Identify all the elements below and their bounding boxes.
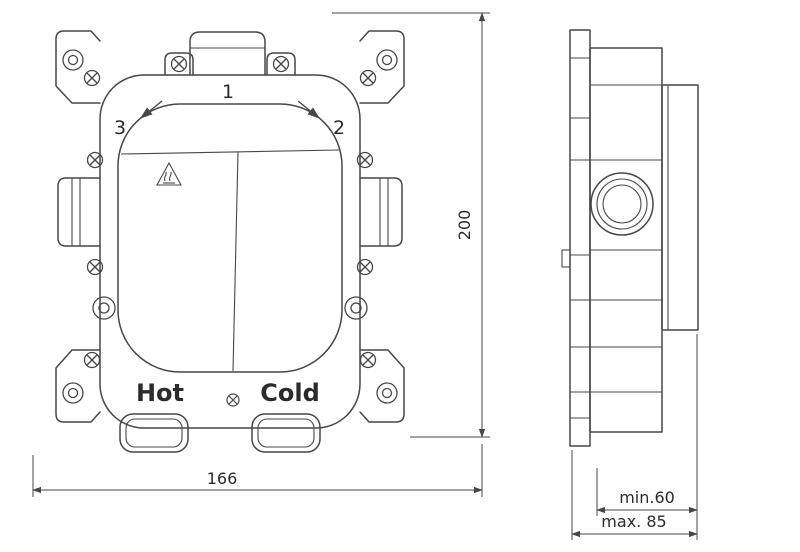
side-valve-body [589,47,663,433]
mounting-hole [344,296,368,320]
side-clip [561,249,571,268]
phillips-screw-icon [83,351,101,369]
dim-depth-max-label: max. 85 [601,512,666,531]
arrow-to-2-icon [297,100,320,119]
corner-tab-top-right [359,30,405,104]
port-label-2: 2 [333,117,345,139]
mounting-hole [376,49,398,71]
cold-inlet-port [251,413,321,453]
dim-height-label: 200 [455,210,474,241]
corner-tab-top-left [55,30,101,104]
top-ear-right [266,52,296,76]
cold-label: Cold [260,379,320,407]
mounting-hole [62,382,84,404]
corner-tab-bottom-left [55,349,101,423]
side-outlet-circle [590,172,654,236]
dimension-height: 200 [332,12,490,438]
side-back-block [661,84,699,331]
dim-depth-min-label: min.60 [619,488,675,507]
left-outlet-port [57,177,101,247]
corner-tab-bottom-right [359,349,405,423]
port-label-1: 1 [222,81,234,103]
side-front-plate [569,29,591,447]
arrow-to-3-icon [140,100,163,119]
plaster-cover [117,103,343,373]
mounting-hole [376,382,398,404]
hot-surface-warning-icon [156,161,182,186]
mounting-plate-body [99,74,361,429]
side-view [561,29,699,447]
phillips-screw-icon [83,69,101,87]
phillips-screw-icon [170,55,188,73]
dim-width-label: 166 [207,469,238,488]
dimension-depth-max: max. 85 [571,334,698,540]
hot-label: Hot [136,379,184,407]
dimension-width: 166 [32,444,483,497]
mounting-hole [92,296,116,320]
phillips-screw-icon [272,55,290,73]
dimension-depth-min: min.60 [596,468,698,516]
hot-inlet-port [119,413,189,453]
phillips-screw-icon [359,69,377,87]
phillips-screw-icon [359,351,377,369]
port-label-3: 3 [114,117,126,139]
top-ear-left [164,52,194,76]
phillips-screw-icon [226,393,240,407]
mounting-hole [62,49,84,71]
top-outlet-port [189,31,266,76]
front-view: 1 3 2 Hot Cold [55,30,405,453]
right-outlet-port [359,177,403,247]
